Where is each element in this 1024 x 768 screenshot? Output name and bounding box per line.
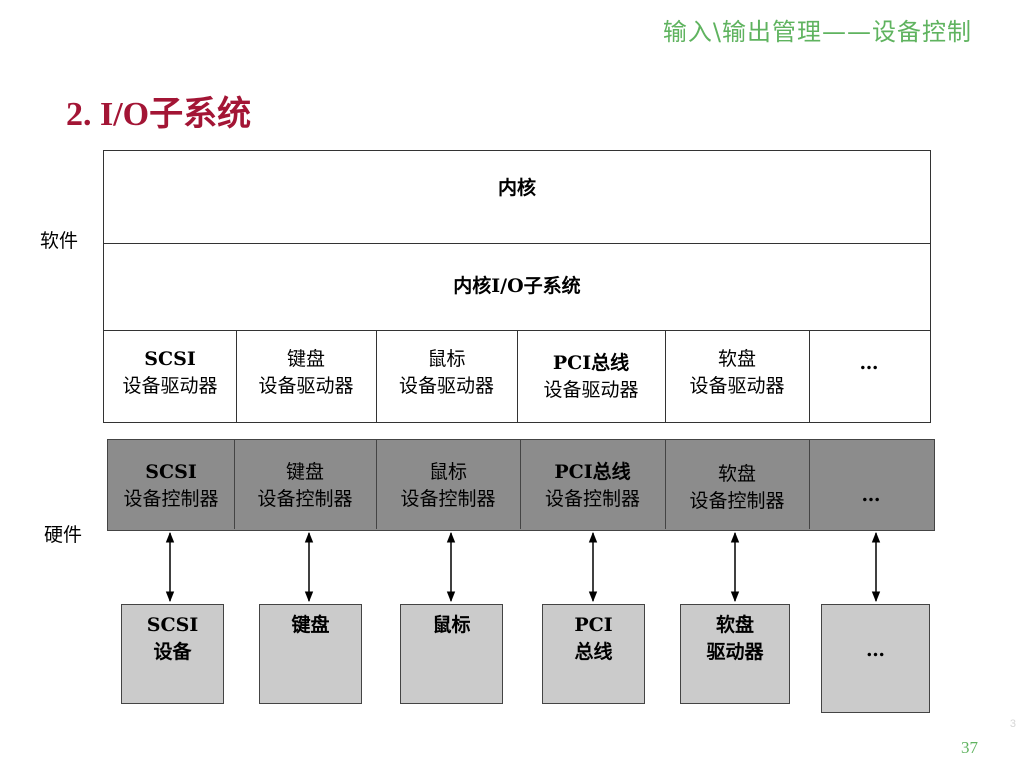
device-keyboard: 键盘 — [259, 604, 362, 704]
driver-scsi: SCSI 设备驱动器 — [104, 331, 236, 415]
divider — [665, 331, 666, 422]
driver-name: 鼠标 — [427, 348, 466, 370]
divider — [520, 440, 521, 529]
device-line1: 鼠标 — [432, 614, 471, 636]
kernel-layer: 内核 — [497, 177, 536, 199]
driver-name: SCSI — [144, 348, 196, 370]
driver-desc: 设备驱动器 — [543, 378, 639, 401]
controller-mouse: 鼠标 设备控制器 — [376, 440, 520, 532]
device-floppy-drive: 软盘 驱动器 — [680, 604, 790, 704]
divider — [809, 440, 810, 529]
driver-mouse: 鼠标 设备驱动器 — [376, 331, 517, 415]
page-number: 37 — [961, 738, 978, 757]
controller-name: … — [861, 483, 881, 506]
controller-desc: 设备控制器 — [123, 488, 219, 510]
device-line2: 驱动器 — [706, 641, 764, 663]
device-line1: 键盘 — [291, 614, 330, 636]
device-line2: 总线 — [574, 641, 613, 663]
driver-name: … — [859, 351, 879, 374]
device-line1: PCI — [574, 614, 613, 636]
divider — [665, 440, 666, 529]
divider — [104, 243, 930, 244]
controller-pci: PCI总线 设备控制器 — [520, 440, 665, 532]
driver-desc: 设备驱动器 — [689, 375, 785, 397]
driver-desc: 设备驱动器 — [122, 375, 218, 397]
device-mouse: 鼠标 — [400, 604, 503, 704]
kernel-io-subsystem: 内核I/O子系统 — [453, 275, 581, 297]
software-label: 软件 — [40, 230, 79, 252]
slide-title: 2. I/O子系统 — [66, 96, 252, 133]
divider — [809, 331, 810, 422]
controller-floppy: 软盘 设备控制器 — [665, 440, 809, 536]
controller-desc: 设备控制器 — [544, 488, 640, 510]
device-line1: … — [866, 639, 885, 661]
divider — [104, 330, 930, 331]
driver-name: PCI总线 — [552, 351, 630, 374]
device-line1: SCSI — [146, 614, 199, 636]
device-line1: 软盘 — [715, 614, 754, 636]
small-number: 3 — [1009, 718, 1016, 730]
slide-header: 输入\输出管理——设备控制 — [662, 18, 972, 46]
divider — [234, 440, 235, 529]
controller-name: 鼠标 — [428, 461, 467, 483]
driver-desc: 设备驱动器 — [258, 375, 354, 397]
controller-row: SCSI 设备控制器 键盘 设备控制器 鼠标 设备控制器 PCI总线 设备控制器… — [107, 439, 935, 531]
driver-name: 软盘 — [717, 348, 756, 370]
controller-desc: 设备控制器 — [257, 488, 353, 510]
controller-name: SCSI — [145, 461, 197, 483]
divider — [517, 331, 518, 422]
driver-keyboard: 键盘 设备驱动器 — [236, 331, 376, 415]
divider — [236, 331, 237, 422]
device-more: … — [821, 604, 930, 713]
driver-floppy: 软盘 设备驱动器 — [665, 331, 809, 415]
controller-name: 键盘 — [285, 461, 324, 483]
controller-keyboard: 键盘 设备控制器 — [234, 440, 376, 532]
hardware-label: 硬件 — [44, 524, 83, 546]
divider — [376, 440, 377, 529]
driver-pci: PCI总线 设备驱动器 — [517, 331, 665, 422]
driver-more: … — [809, 331, 929, 395]
driver-name: 键盘 — [286, 348, 325, 370]
controller-name: PCI总线 — [554, 461, 631, 483]
driver-desc: 设备驱动器 — [398, 375, 494, 397]
controller-more: … — [809, 440, 933, 550]
controller-desc: 设备控制器 — [400, 488, 496, 510]
software-stack: 内核 内核I/O子系统 SCSI 设备驱动器 键盘 设备驱动器 鼠标 设备驱动器… — [103, 150, 931, 423]
controller-scsi: SCSI 设备控制器 — [108, 440, 234, 532]
controller-name: 软盘 — [717, 463, 756, 485]
device-pci: PCI 总线 — [542, 604, 645, 704]
controller-desc: 设备控制器 — [689, 490, 785, 512]
divider — [376, 331, 377, 422]
device-line2: 设备 — [153, 641, 192, 663]
device-scsi: SCSI 设备 — [121, 604, 224, 704]
